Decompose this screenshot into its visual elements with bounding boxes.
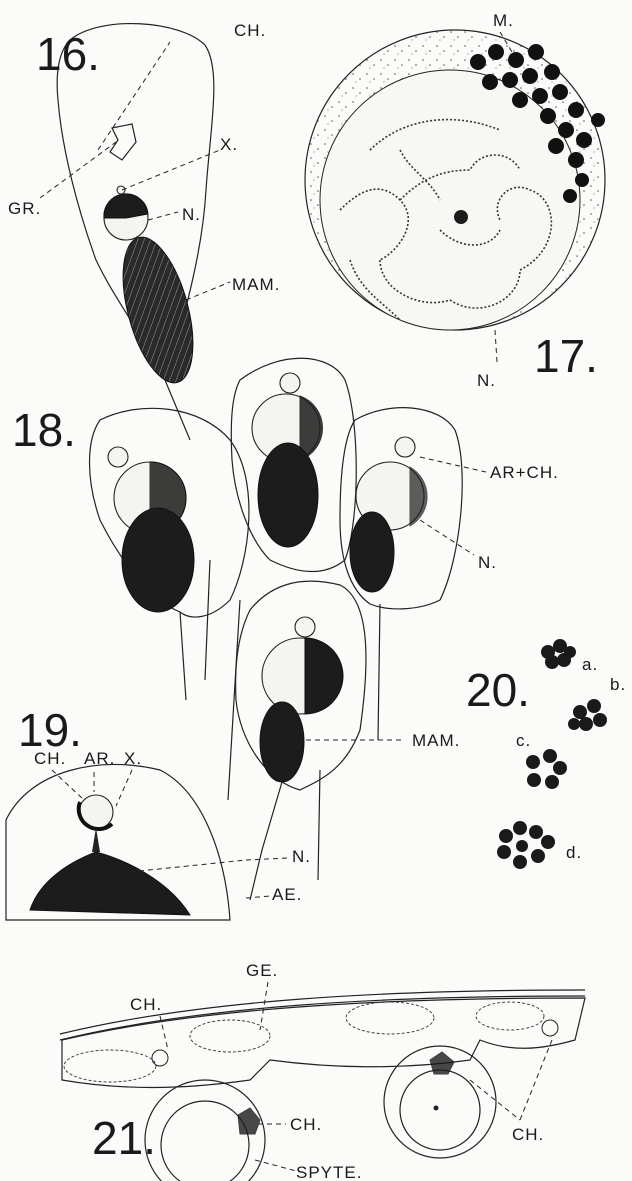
label-ge-21: GE. bbox=[246, 961, 278, 980]
figure-19 bbox=[6, 764, 246, 920]
fig-20-number: 20. bbox=[466, 664, 530, 716]
fig-17-number: 17. bbox=[534, 330, 598, 382]
fig-18-number: 18. bbox=[12, 404, 76, 456]
label-a-20: a. bbox=[582, 655, 598, 674]
figure-16 bbox=[40, 24, 230, 440]
label-ch-21-right: CH. bbox=[512, 1125, 544, 1144]
label-n-19: N. bbox=[292, 847, 311, 866]
fig-21-number: 21. bbox=[92, 1112, 156, 1164]
figure-17 bbox=[305, 30, 605, 362]
label-n-16: N. bbox=[182, 205, 201, 224]
label-n-18: N. bbox=[478, 553, 497, 572]
label-spyte-21: SPYTE. bbox=[296, 1163, 362, 1181]
label-mam-18: MAM. bbox=[412, 731, 460, 750]
label-ae-18: AE. bbox=[272, 885, 302, 904]
label-d-20: d. bbox=[566, 843, 582, 862]
label-m-17: M. bbox=[493, 11, 514, 30]
fig-16-number: 16. bbox=[36, 28, 100, 80]
label-ch-21-spore: CH. bbox=[290, 1115, 322, 1134]
label-ch-19: CH. bbox=[34, 749, 66, 768]
label-x-16: X. bbox=[220, 135, 238, 154]
label-ar-19: AR. bbox=[84, 749, 115, 768]
label-x-19: X. bbox=[124, 749, 142, 768]
label-b-20: b. bbox=[610, 675, 626, 694]
label-n-17: N. bbox=[477, 371, 496, 390]
label-ch-16: CH. bbox=[234, 21, 266, 40]
label-gr-16: GR. bbox=[8, 199, 41, 218]
label-mam-16: MAM. bbox=[232, 275, 280, 294]
label-ar-ch-18: AR+CH. bbox=[490, 463, 559, 482]
label-ch-21-top: CH. bbox=[130, 995, 162, 1014]
figure-18 bbox=[90, 358, 487, 900]
label-c-20: c. bbox=[516, 731, 531, 750]
